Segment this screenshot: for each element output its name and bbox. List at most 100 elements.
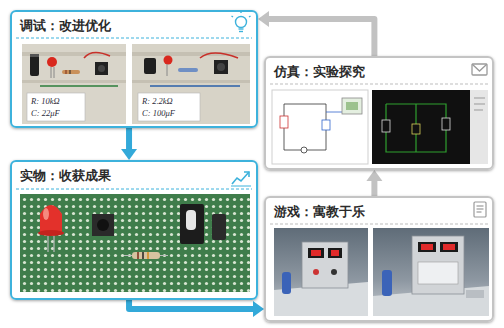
perfboard-photo-part [142, 252, 144, 259]
game-screenshot-part [373, 228, 489, 316]
perfboard-photo-part [124, 255, 132, 256]
perfboard-photo-part [137, 252, 139, 259]
game-screenshot-part [328, 248, 342, 258]
breadboard-photo-part [30, 54, 39, 76]
envelope-icon-part [472, 64, 487, 75]
panel-title: 调试：改进优化 [20, 18, 111, 34]
breadboard-photo-part [132, 80, 250, 83]
breadboard-photo-part [214, 60, 228, 74]
lightbulb-icon-part [249, 16, 251, 17]
breadboard-photo-part [62, 70, 80, 74]
perfboard-photo-part [20, 194, 250, 292]
game-screenshot [373, 228, 489, 316]
breadboard-photo-part [150, 85, 240, 86]
arrow-line [129, 300, 254, 309]
panel-title: 实物：收获成果 [20, 168, 111, 184]
chart-icon-part [232, 172, 249, 184]
game-screenshot-part [274, 228, 368, 316]
breadboard-photo-part [70, 70, 71, 74]
chart-icon-part [231, 186, 251, 187]
game-screenshot [274, 228, 368, 316]
breadboard-photo-part [22, 52, 126, 56]
document-icon-part [474, 202, 486, 217]
breadboard-photo-part [30, 54, 39, 57]
header-separators-part [16, 189, 252, 190]
game-screenshot-part [443, 244, 455, 250]
breadboard-photo-part [66, 70, 67, 74]
handwritten-note: R: 10kΩ [31, 96, 60, 106]
document-icon-part [477, 208, 484, 209]
arrow-line [371, 180, 377, 196]
header-separators-part [270, 224, 488, 225]
lightbulb-icon-part [239, 31, 243, 32]
schematic-screenshot-part [284, 104, 326, 150]
arrow-line [126, 128, 132, 150]
breadboard-photo-part [22, 80, 126, 83]
game-screenshot-part [466, 290, 484, 298]
breadboard-photo-part [217, 63, 225, 71]
perfboard-photo-part [40, 205, 62, 232]
handwritten-note: C: 100μF [142, 108, 175, 118]
breadboard-photo-part [98, 65, 105, 72]
lightbulb-icon-part [232, 16, 234, 17]
flow-arrow [129, 300, 264, 317]
game-screenshot-part [311, 250, 321, 256]
perfboard-photo-part [160, 255, 168, 256]
perfboard-photo-part [43, 208, 49, 220]
schematic-screenshot-part [326, 112, 344, 113]
game-screenshot-part [282, 272, 291, 294]
game-screenshot-part [331, 250, 339, 256]
perfboard-photo-part [132, 252, 160, 259]
header-separators-part [270, 84, 488, 85]
game-screenshot-part [412, 236, 464, 294]
handwritten-note: C: 22μF [31, 108, 60, 118]
breadboard-photo-part [144, 58, 156, 74]
chart-icon-part [244, 172, 249, 177]
lightbulb-icon-part [236, 17, 247, 28]
breadboard-photo-part [95, 62, 108, 75]
document-icon-part [477, 211, 482, 212]
panel-box: 游戏：寓教于乐 [264, 196, 494, 322]
game-screenshot-part [308, 248, 324, 258]
perfboard-photo [20, 194, 250, 292]
game-screenshot-part [313, 269, 319, 275]
schematic-screenshot-part [342, 98, 362, 114]
chart-icon [231, 172, 251, 186]
perfboard-photo-part [186, 210, 196, 230]
breadboard-photo-part [22, 44, 126, 124]
perfboard-photo-part [147, 252, 149, 259]
flow-arrow [121, 128, 137, 160]
game-screenshot-part [421, 244, 433, 250]
arrow-line [268, 19, 374, 56]
panel-box: 实物：收获成果 [10, 160, 258, 300]
breadboard-photo-part [54, 67, 55, 78]
schematic-screenshot [272, 90, 368, 164]
schematic-screenshot-part [346, 102, 358, 110]
envelope-icon-part [472, 64, 487, 71]
perfboard-photo-part [180, 204, 204, 244]
breadboard-photo-part [47, 57, 57, 67]
simulator-screenshot-part [470, 90, 488, 164]
simulator-screenshot-part [474, 98, 485, 99]
schematic-screenshot-part [280, 116, 288, 128]
lightbulb-icon [232, 11, 251, 32]
game-screenshot-part [418, 262, 458, 284]
breadboard-photo-part [138, 93, 200, 121]
breadboard-photo-part [27, 93, 85, 121]
arrow-head [253, 301, 264, 317]
document-icon-part [477, 205, 484, 206]
panel-title: 仿真：实验探究 [274, 64, 365, 80]
simulator-screenshot-part [442, 118, 450, 130]
perfboard-photo-part [20, 194, 250, 292]
perfboard-photo-part [92, 214, 114, 236]
flow-arrow [366, 170, 382, 196]
breadboard-photo-part [51, 67, 52, 78]
simulator-screenshot-part [412, 124, 420, 134]
breadboard-photo-part [167, 64, 168, 76]
game-screenshot-part [440, 242, 458, 252]
arrow-head [366, 170, 382, 181]
game-screenshot-part [418, 242, 436, 252]
